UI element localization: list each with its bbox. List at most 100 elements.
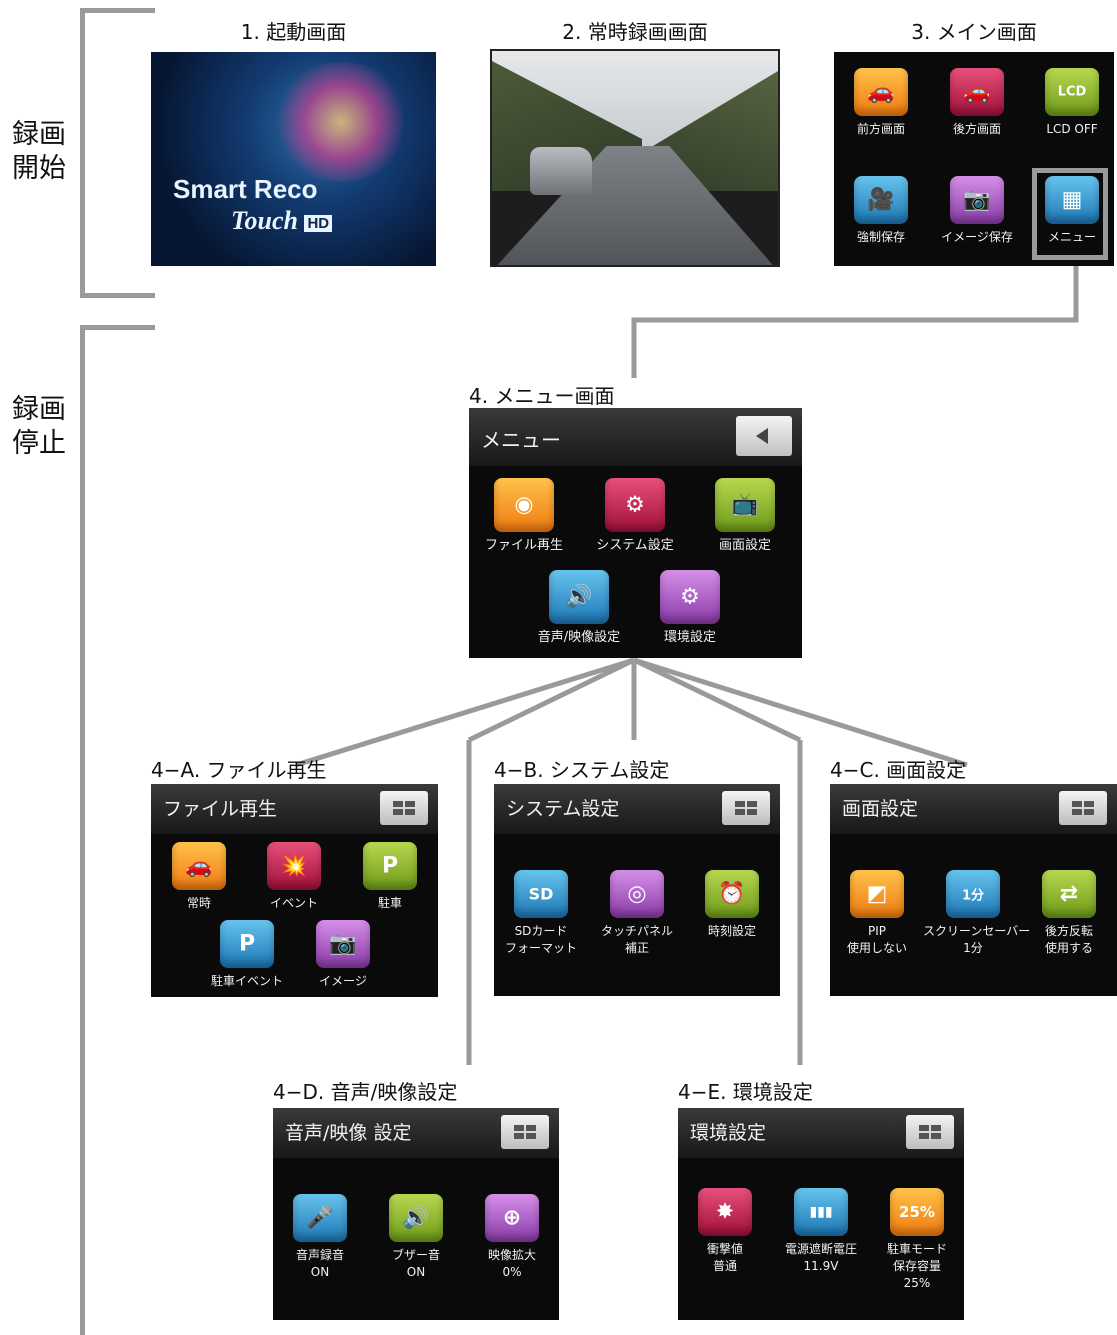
battery-icon: ▮▮▮ [794,1188,848,1236]
voice-record-label: 音声録音 [295,1248,344,1262]
image-save-camera-icon: 📷 [950,176,1004,224]
display-settings-title-bar: 画面設定 [830,784,1117,834]
main-lcd-off-tile[interactable]: LCD LCD OFF [1022,68,1114,138]
menu-grid-icon: ▦ [1045,176,1099,224]
grid-icon-cell [1072,801,1082,807]
grid-icon-cell [1072,809,1082,815]
back-arrow-icon [756,428,768,444]
grid-icon-cell [931,1125,941,1131]
constant-car-icon: 🚗 [172,842,226,890]
grid-icon-cell [735,809,745,815]
file-event-tile[interactable]: 💥 イベント [244,842,344,912]
grid-icon-cell [747,801,757,807]
menu-system-settings-tile[interactable]: ⚙ システム設定 [585,478,685,554]
main-force-save-tile[interactable]: 🎥 強制保存 [834,176,931,246]
menu-file-playback-label: ファイル再生 [484,538,563,553]
grid-icon-cell [405,809,415,815]
impact-level-label: 衝撃値 [706,1242,743,1256]
tv-icon: 📺 [715,478,775,532]
menu-file-playback-tile[interactable]: ◉ ファイル再生 [474,478,574,554]
grid-icon-cell [919,1125,929,1131]
grid-icon-cell [526,1125,536,1131]
zoom-icon: ⊕ [485,1194,539,1242]
menu-display-settings-label: 画面設定 [718,538,771,553]
lcd-off-icon: LCD [1045,68,1099,116]
constant-rec-screen [490,49,780,267]
file-image-tile[interactable]: 📷 イメージ [293,920,393,990]
start-bracket-top [80,8,155,13]
parking-storage-value: 25% [903,1276,931,1290]
menu-display-settings-tile[interactable]: 📺 画面設定 [695,478,795,554]
grid-icon-cell [514,1133,524,1139]
start-bracket-vertical [80,8,85,298]
menu-environment-tile[interactable]: ⚙ 環境設定 [640,570,740,646]
force-save-camera-icon: 🎥 [854,176,908,224]
buzzer-tile[interactable]: 🔊 ブザー音 ON [366,1194,466,1281]
grid-icon-cell [735,801,745,807]
startup-decoration [271,62,411,182]
screensaver-label: スクリーンセーバー [923,924,1031,938]
system-settings-title-bar: システム設定 [494,784,780,834]
touch-calibration-tile[interactable]: ◎ タッチパネル 補正 [587,870,687,957]
buzzer-speaker-icon: 🔊 [389,1194,443,1242]
main-rear-view-label: 後方画面 [952,122,1001,136]
impact-level-value: 普通 [712,1259,737,1273]
impact-level-tile[interactable]: ✸ 衝撃値 普通 [678,1188,775,1275]
main-force-save-label: 強制保存 [856,230,905,244]
pip-tile[interactable]: ◩ PIP 使用しない [830,870,927,957]
buzzer-value: ON [406,1265,426,1279]
file-image-label: イメージ [319,974,367,988]
grid-icon-cell [393,801,403,807]
flip-arrows-icon: ⇄ [1042,870,1096,918]
rear-flip-tile[interactable]: ⇄ 後方反転 使用する [1019,870,1117,957]
file-parking-tile[interactable]: P 駐車 [340,842,438,912]
image-camera-icon: 📷 [316,920,370,968]
parking-event-icon: P [220,920,274,968]
parking-storage-label2: 保存容量 [892,1259,941,1273]
file-playback-title-bar: ファイル再生 [151,784,438,834]
main-rear-view-tile[interactable]: 🚗 後方画面 [927,68,1027,138]
time-setting-label: 時刻設定 [707,924,756,938]
grid-icon-cell [747,809,757,815]
system-settings-caption: 4−B. システム設定 [494,758,670,782]
sd-format-tile[interactable]: SD SDカード フォーマット [494,870,591,957]
grid-icon-cell [1084,801,1094,807]
settings-gear-icon: ⚙ [660,570,720,624]
main-menu-label: メニュー [1047,230,1096,244]
video-zoom-tile[interactable]: ⊕ 映像拡大 0% [462,1194,559,1281]
startup-caption: 1. 起動画面 [240,20,347,44]
menu-audio-video-label: 音声/映像設定 [537,630,621,645]
sd-format-label2: フォーマット [504,941,577,955]
film-reel-icon: ◉ [494,478,554,532]
main-lcd-off-label: LCD OFF [1046,122,1098,136]
grid-icon-cell [514,1125,524,1131]
file-playback-caption: 4−A. ファイル再生 [151,758,327,782]
main-front-view-tile[interactable]: 🚗 前方画面 [834,68,931,138]
file-parking-event-tile[interactable]: P 駐車イベント [197,920,297,990]
time-setting-tile[interactable]: ⏰ 時刻設定 [682,870,780,940]
main-menu-tile[interactable]: ▦ メニュー [1022,176,1114,246]
file-playback-menu-button[interactable] [380,791,428,825]
menu-system-settings-label: システム設定 [596,538,674,553]
audio-video-menu-button[interactable] [501,1115,549,1149]
cutoff-voltage-tile[interactable]: ▮▮▮ 電源遮断電圧 11.9V [771,1188,871,1275]
environment-menu-button[interactable] [906,1115,954,1149]
system-settings-menu-button[interactable] [722,791,770,825]
voice-record-tile[interactable]: 🎤 音声録音 ON [273,1194,370,1281]
system-settings-title: システム設定 [506,798,620,820]
menu-audio-video-tile[interactable]: 🔊 音声/映像設定 [529,570,629,646]
file-constant-tile[interactable]: 🚗 常時 [151,842,249,912]
pip-value: 使用しない [846,941,907,955]
pip-icon: ◩ [850,870,904,918]
back-button[interactable] [736,416,792,456]
audio-video-title-bar: 音声/映像 設定 [273,1108,559,1158]
recording-stop-label: 録画停止 [12,394,66,459]
main-image-save-tile[interactable]: 📷 イメージ保存 [927,176,1027,246]
parking-storage-tile[interactable]: 25% 駐車モード 保存容量 25% [867,1188,964,1292]
display-settings-menu-button[interactable] [1059,791,1107,825]
screensaver-icon: 1分 [946,870,1000,918]
grid-icon-cell [1084,809,1094,815]
rear-flip-label: 後方反転 [1044,924,1093,938]
screensaver-tile[interactable]: 1分 スクリーンセーバー 1分 [923,870,1031,957]
event-crash-icon: 💥 [267,842,321,890]
